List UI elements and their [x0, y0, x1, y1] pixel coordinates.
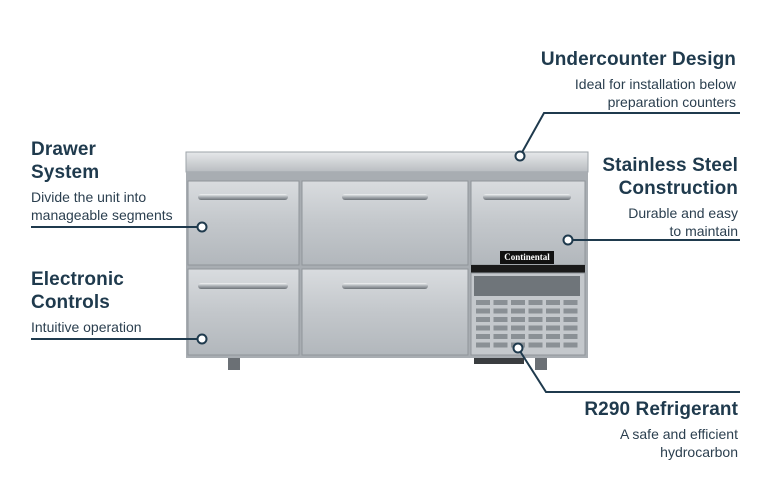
leader-r290 — [517, 347, 740, 393]
grille-slot — [546, 334, 560, 339]
grille-slot — [493, 342, 508, 348]
grille-slot — [476, 334, 490, 339]
dot-marker-icon — [512, 342, 524, 354]
grille-slot — [528, 325, 543, 331]
grille-slot — [493, 334, 508, 339]
compressor-grille — [470, 272, 586, 356]
drawer-top-left — [187, 180, 300, 266]
drawer-handle — [342, 283, 428, 289]
callout-title: Stainless Steel Construction — [602, 155, 738, 199]
dot-marker-icon — [562, 234, 574, 246]
grille-slot — [546, 308, 560, 314]
grille-slot — [546, 317, 560, 322]
callout-description: Ideal for installation below preparation… — [574, 76, 736, 110]
grille-slot — [493, 308, 508, 314]
drawer-bottom-middle — [301, 268, 469, 356]
grille-slot — [528, 317, 543, 322]
grille-slot — [476, 300, 490, 305]
grille-slot — [476, 317, 490, 322]
grille-slot — [476, 342, 490, 348]
grille-slot — [563, 317, 578, 322]
grille-slot — [528, 308, 543, 314]
grille-slot — [563, 342, 578, 348]
grille-slot — [476, 325, 490, 331]
grille-slot — [493, 300, 508, 305]
callout-description: Intuitive operation — [31, 319, 142, 335]
grille-slot — [563, 325, 578, 331]
leg — [535, 358, 547, 370]
grille-slot — [476, 308, 490, 314]
callout-title: Drawer System — [31, 139, 100, 183]
leg — [228, 358, 240, 370]
grille-slot — [528, 300, 543, 305]
callout-description: Divide the unit into manageable segments — [31, 189, 173, 223]
grille-slot — [528, 334, 543, 339]
drawer-handle — [342, 194, 428, 200]
grille-slot — [546, 342, 560, 348]
drawer-handle — [483, 194, 571, 200]
drawer-handle — [198, 194, 288, 200]
grille-slot — [511, 317, 525, 322]
callout-electronic-controls: Electronic Controls Intuitive operation — [31, 268, 211, 336]
grille-slot — [546, 325, 560, 331]
grille-slot — [493, 317, 508, 322]
callout-title: Electronic Controls — [31, 269, 124, 313]
drawer-handle — [198, 283, 288, 289]
grille-slot — [563, 300, 578, 305]
grille-slot — [546, 300, 560, 305]
brand-label: Continental — [504, 252, 550, 262]
grille-slot — [528, 342, 543, 348]
grille-slot — [493, 325, 508, 331]
callout-description: Durable and easy to maintain — [628, 205, 738, 239]
dot-marker-icon — [196, 221, 208, 233]
callout-title: Undercounter Design — [540, 49, 736, 70]
control-panel — [471, 265, 585, 273]
drawer-top-middle — [301, 180, 469, 266]
dot-marker-icon — [196, 333, 208, 345]
brand-badge — [500, 251, 554, 264]
dot-marker-icon — [514, 150, 526, 162]
grille-slot — [563, 308, 578, 314]
grille-slot — [511, 308, 525, 314]
grille-slot — [511, 325, 525, 331]
base-shadow — [474, 358, 524, 364]
grille-slot — [563, 334, 578, 339]
grille-slot — [511, 334, 525, 339]
leader-undercounter — [519, 112, 740, 157]
grille-slot — [511, 300, 525, 305]
callout-r290-refrigerant: R290 Refrigerant A safe and efficient hy… — [520, 398, 738, 461]
callout-description: A safe and efficient hydrocarbon — [619, 426, 738, 460]
callout-undercounter: Undercounter Design Ideal for installati… — [440, 48, 736, 111]
callout-title: R290 Refrigerant — [584, 399, 738, 420]
callout-stainless-steel: Stainless Steel Construction Durable and… — [560, 154, 738, 240]
callout-drawer-system: Drawer System Divide the unit into manag… — [31, 138, 211, 224]
